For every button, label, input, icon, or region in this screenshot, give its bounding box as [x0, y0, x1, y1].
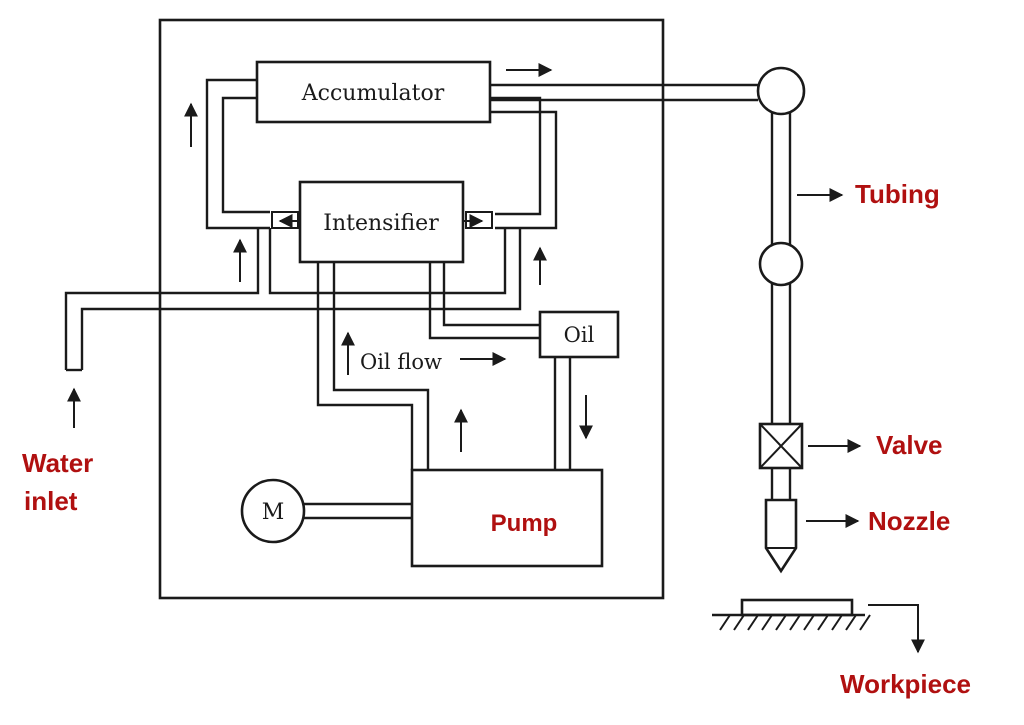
pump-box	[410, 468, 604, 568]
intensifier-left-port	[271, 211, 299, 229]
upper-joint	[756, 66, 806, 116]
piping	[64, 78, 792, 520]
motor-label: M	[262, 500, 285, 525]
oil-tank-box	[538, 310, 620, 359]
oil-flow-label: Oil flow	[360, 350, 442, 374]
accumulator-label: Accumulator	[301, 81, 445, 106]
oil-tank-label: Oil	[564, 323, 595, 347]
motor-circle	[240, 478, 306, 544]
tubing-label: Tubing	[855, 179, 940, 209]
workpiece-assembly	[712, 598, 925, 654]
workpiece-label: Workpiece	[840, 669, 971, 699]
valve-symbol	[758, 422, 804, 470]
accumulator-box	[255, 60, 492, 124]
flow-arrows	[67, 63, 593, 452]
water-inlet-label-line2: inlet	[24, 486, 78, 516]
nozzle-symbol	[764, 498, 798, 574]
intensifier-right-port	[465, 211, 493, 229]
pump-label: Pump	[491, 510, 558, 537]
lower-joint	[758, 241, 804, 287]
intensifier-box	[298, 180, 465, 264]
valve-label: Valve	[876, 430, 943, 460]
nozzle-label: Nozzle	[868, 506, 950, 536]
water-inlet-label-line1: Water	[22, 448, 93, 478]
intensifier-label: Intensifier	[323, 211, 439, 236]
